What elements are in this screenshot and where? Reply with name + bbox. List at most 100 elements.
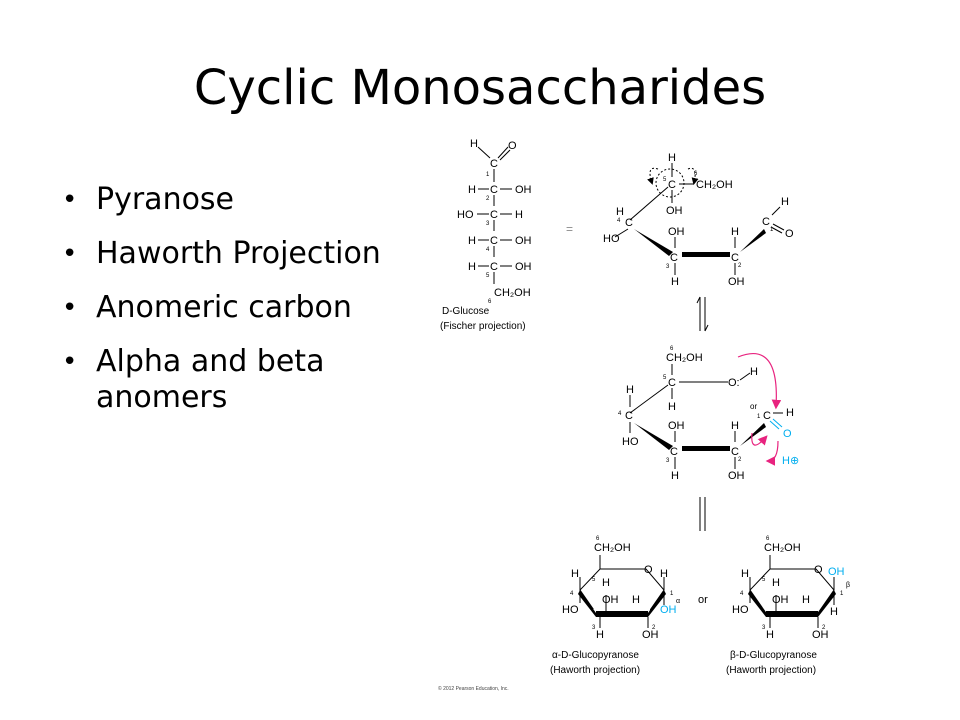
beta-symbol: β: [846, 582, 850, 589]
fischer-caption: D-Glucose: [442, 306, 490, 317]
proton-label: H⊕: [782, 455, 799, 467]
atom-c4: C: [625, 410, 633, 422]
atom-oh: OH: [728, 276, 745, 288]
atom-h: H: [668, 401, 676, 413]
alpha-haworth: 6 CH₂OH . O 5 4 1 3 2 H HO H OH H H OH α…: [550, 536, 680, 676]
bullet-dot-icon: •: [62, 239, 78, 269]
atom-o-accent: O: [783, 428, 792, 440]
bond: [772, 223, 785, 231]
bullet-item: •Haworth Projection: [62, 236, 402, 272]
fischer-left: H: [468, 235, 476, 247]
atom-ch2oh: CH₂OH: [696, 179, 733, 191]
wedge-bond: [648, 590, 666, 617]
wedge-bond: [740, 423, 766, 446]
atom-oh: OH: [728, 470, 745, 482]
atom-h: H: [626, 384, 634, 396]
bond: [629, 384, 669, 414]
rotation-arrow-icon: [647, 167, 659, 185]
carbon-number: 1: [757, 414, 761, 420]
fischer-right: OH: [515, 261, 532, 273]
alpha-caption-sub: (Haworth projection): [550, 665, 640, 676]
bold-bond: [682, 252, 730, 257]
atom-h: H: [596, 629, 604, 641]
bond: [772, 418, 783, 428]
atom-oh: OH: [602, 594, 619, 606]
electron-arrow-icon: [751, 432, 768, 446]
wedge-bond: [740, 229, 766, 252]
atom-c5: C: [668, 179, 676, 191]
bullet-dot-icon: •: [62, 185, 78, 215]
atom-h: H: [616, 206, 624, 218]
atom-h: H: [750, 366, 758, 378]
fischer-left: HO: [457, 209, 474, 221]
atom-ch2oh: CH₂OH: [666, 352, 703, 364]
carbon-number: 5: [592, 577, 596, 583]
carbon-number: 5: [663, 375, 667, 381]
carbon-number: 2: [822, 625, 826, 631]
atom-h: H: [786, 407, 794, 419]
fischer-top-h: H: [470, 138, 478, 150]
carbon-number: 5: [663, 177, 667, 183]
svg-text:.: .: [638, 571, 639, 573]
anomeric-oh-alpha: OH: [660, 604, 677, 616]
carbon-number: 1: [840, 591, 844, 597]
bond: [771, 206, 781, 216]
carbon-number: 6: [694, 171, 698, 177]
bullet-item: •Pyranose: [62, 182, 402, 218]
bullet-dot-icon: •: [62, 347, 78, 377]
fischer-carbon: C: [490, 184, 498, 196]
carbon-number: 6: [596, 536, 600, 542]
ring-oxygen: O: [814, 564, 823, 576]
open-chain-structure: H C 5 6 CH₂OH OH H C 4 HO C 3 OH H C 2 H…: [603, 152, 794, 288]
bond: [497, 146, 509, 159]
atom-h: H: [802, 594, 810, 606]
carbon-number: 1: [670, 591, 674, 597]
bold-bond: [682, 446, 730, 451]
fischer-carbon: C: [490, 261, 498, 273]
fischer-ch2oh: CH₂OH: [494, 287, 531, 299]
fischer-right: H: [515, 209, 523, 221]
atom-h: H: [660, 568, 668, 580]
hemiacetal-intermediate: 6 CH₂OH C 5 O: H H C 4 H HO C 3 OH H C 2…: [618, 346, 799, 482]
bond: [739, 372, 751, 381]
carbon-number: 6: [488, 299, 492, 305]
electron-arrow-icon: [765, 440, 779, 466]
bullet-item: •Anomeric carbon: [62, 290, 402, 326]
atom-ch2oh: CH₂OH: [764, 542, 801, 554]
beta-caption: β-D-Glucopyranose: [730, 650, 817, 661]
carbon-number: 4: [617, 218, 621, 224]
wedge-bond: [818, 590, 836, 617]
atom-o: O: [785, 228, 794, 240]
atom-h: H: [731, 226, 739, 238]
atom-h: H: [671, 470, 679, 482]
fischer-right: OH: [515, 184, 532, 196]
rotation-arrow-icon: [687, 167, 699, 185]
fischer-row-2: H C 2 OH: [468, 169, 532, 202]
beta-caption-sub: (Haworth projection): [726, 665, 816, 676]
carbon-number: 2: [486, 196, 490, 202]
fischer-c1: C: [490, 158, 498, 170]
fischer-row-5: H C 5 OH: [468, 246, 532, 279]
atom-ch2oh: CH₂OH: [594, 542, 631, 554]
carbon-number: 1: [770, 227, 774, 233]
atom-oh: OH: [772, 594, 789, 606]
fischer-left: H: [468, 184, 476, 196]
atom-c1: C: [762, 216, 770, 228]
or-label: or: [750, 402, 757, 411]
bond: [477, 146, 491, 159]
fischer-left: H: [468, 261, 476, 273]
bond: [769, 420, 780, 430]
atom-h: H: [830, 606, 838, 618]
copyright-text: © 2012 Pearson Education, Inc.: [438, 685, 509, 692]
carbon-number: 1: [486, 172, 490, 178]
wedge-bond: [578, 590, 596, 617]
carbon-number: 2: [738, 263, 742, 269]
atom-h: H: [668, 152, 676, 164]
atom-h: H: [781, 196, 789, 208]
equilibrium-arrow-icon: [696, 296, 709, 332]
bond: [499, 149, 511, 161]
atom-c1: C: [763, 410, 771, 422]
atom-oh: OH: [668, 226, 685, 238]
atom-c2: C: [731, 252, 739, 264]
carbon-number: 3: [666, 458, 670, 464]
